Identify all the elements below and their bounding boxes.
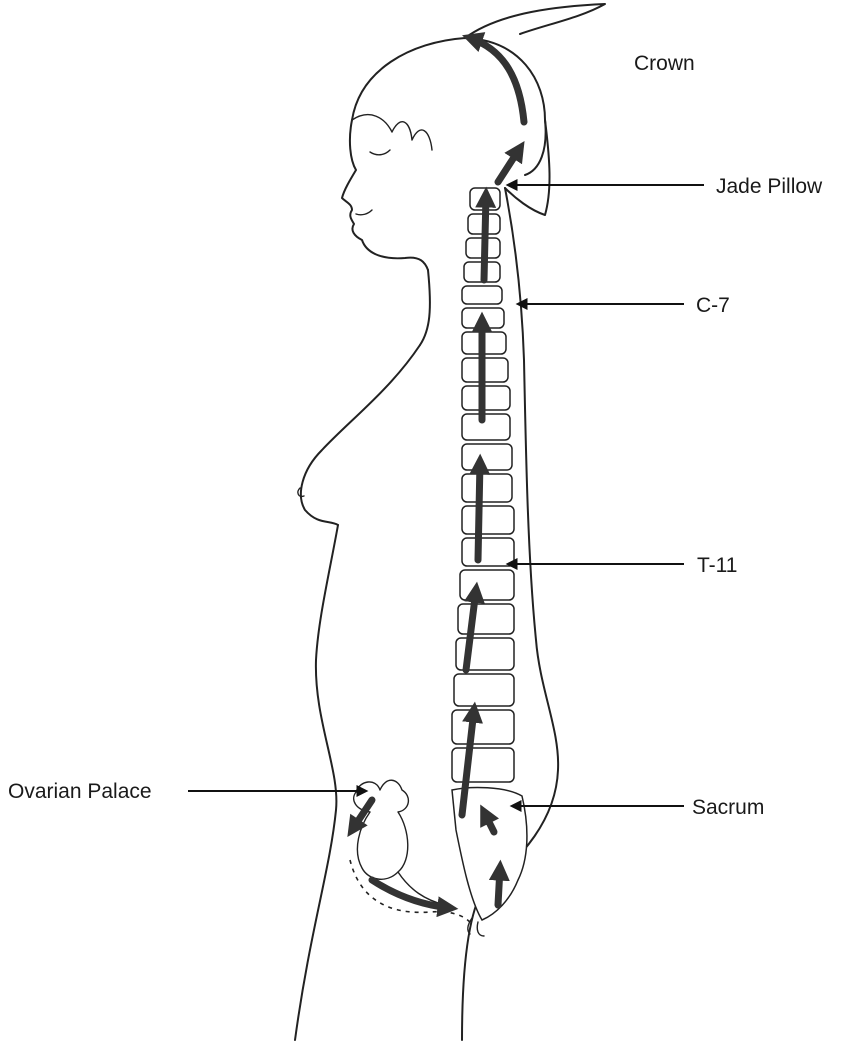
t11-label: T-11 [697,554,737,577]
crown-label: Crown [634,52,695,75]
mouth [356,210,372,215]
jade-pillow-label: Jade Pillow [716,175,823,198]
label-ovarian-palace: Ovarian Palace [8,780,366,803]
label-t11: T-11 [508,554,737,577]
label-jade-pillow: Jade Pillow [508,175,823,198]
chest-outline [301,345,420,525]
conception-vessel-dotted-line [350,860,472,925]
flow-arrow-mid-thoracic [478,462,480,560]
ovary-uterus [354,780,409,879]
ovarian-palace-label: Ovarian Palace [8,780,152,803]
sacrum-label: Sacrum [692,796,764,819]
flow-arrow-crown [470,38,524,122]
c7-label: C-7 [696,294,730,317]
label-c7: C-7 [518,294,730,317]
flow-arrow-coccyx [498,868,500,905]
flow-arrow-perineum [372,880,450,908]
ponytail [465,4,605,215]
body-outline [295,4,605,1040]
face-profile [342,120,428,270]
label-crown: Crown [634,52,695,75]
abdomen-outline [295,525,338,1040]
flow-arrow-occiput [498,148,520,182]
flow-arrow-cervical [484,195,486,280]
eye [370,150,390,155]
